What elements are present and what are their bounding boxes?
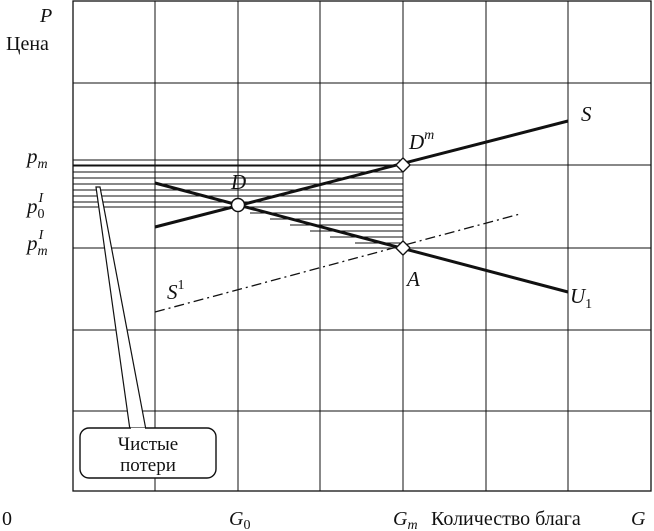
callout-line1: Чистые [118, 434, 178, 455]
point-label-a: A [405, 267, 420, 291]
supply-curve-s [154, 119, 569, 229]
point-d-marker [230, 197, 246, 213]
deadweight-loss-hatching [73, 159, 404, 248]
point-dm-marker [394, 156, 412, 174]
y-tick-p0i: p0I [25, 191, 45, 222]
plot-frame [72, 0, 652, 492]
supply-curve-s1 [154, 213, 521, 313]
callout-pointer [95, 186, 147, 431]
y-axis-word: Цена [6, 33, 49, 55]
curve-label-u1: U1 [570, 284, 592, 312]
point-label-d: D [230, 170, 246, 194]
x-axis-letter: G [631, 508, 646, 530]
y-axis-letter: P [39, 5, 52, 27]
curve-label-s: S [581, 102, 592, 126]
grid-lines [73, 1, 651, 491]
curve-label-s1: S1 [167, 278, 185, 304]
y-tick-pmi: pmI [25, 228, 48, 259]
demand-curve-u1 [154, 181, 569, 294]
origin-label: 0 [2, 508, 12, 530]
point-label-dm: Dm [408, 128, 434, 154]
x-axis-word: Количество блага [431, 508, 581, 530]
point-a-marker [394, 239, 412, 257]
y-tick-pm: pm [25, 144, 48, 172]
x-tick-g0: G0 [229, 508, 250, 531]
x-tick-gm: Gm [393, 508, 418, 531]
callout-line2: потери [120, 455, 176, 476]
callout-box [79, 427, 217, 479]
